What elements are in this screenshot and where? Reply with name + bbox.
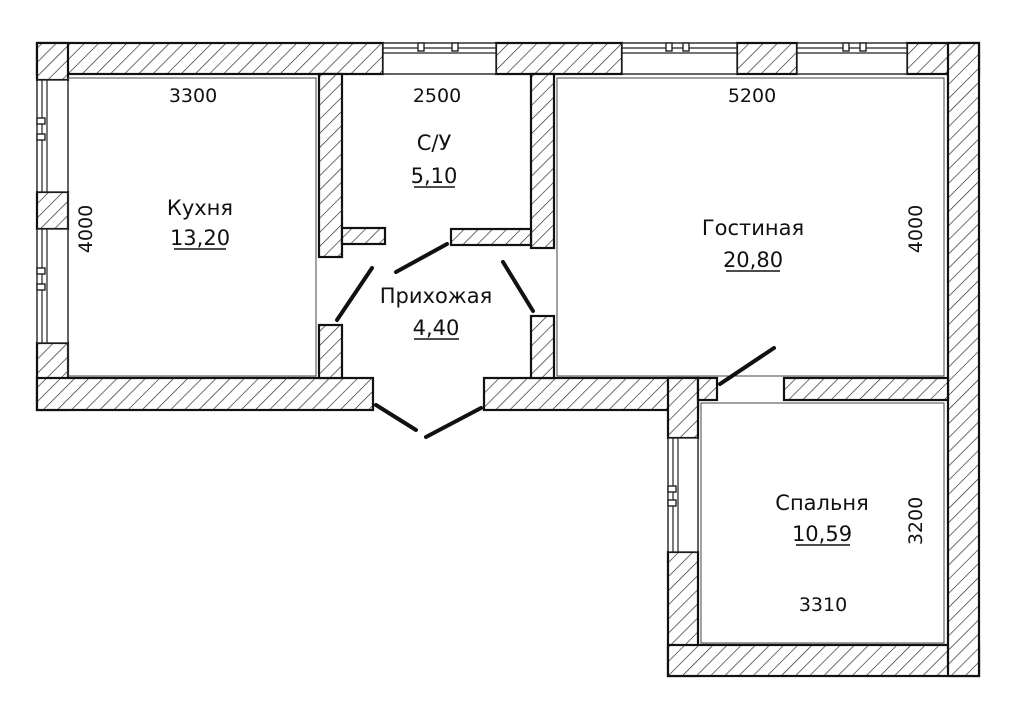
wall-bedroom-left-top [666, 376, 700, 440]
dim-bedroom-width: 3310 [799, 594, 847, 616]
wall-bath-stub-right [449, 227, 533, 247]
room-area-bedroom: 10,59 [792, 522, 852, 546]
interior-walls [317, 72, 950, 402]
door-entrance-right [424, 406, 483, 439]
room-area-hallway: 4,40 [413, 316, 460, 340]
door-bedroom [718, 346, 776, 386]
door-kitchen [335, 266, 374, 322]
window-living-right [796, 42, 908, 75]
door-bath-left [394, 242, 449, 274]
wall-left-pier [35, 190, 70, 231]
wall-bottom-left [35, 376, 375, 412]
wall-hall-living [529, 314, 556, 380]
room-labels: Кухня 13,20 С/У 5,10 Прихожая 4,40 Гости… [167, 131, 869, 546]
exterior-walls [35, 41, 981, 678]
door-living [501, 260, 535, 313]
wall-kitchen-hall [317, 323, 344, 380]
dim-living-depth: 4000 [905, 205, 927, 253]
dim-kitchen-width: 3300 [169, 85, 217, 107]
room-name-living: Гостиная [702, 216, 804, 240]
window-bathroom [382, 42, 497, 75]
dimension-labels: 3300 2500 5200 4000 4000 3200 3310 [75, 85, 927, 616]
wall-right [946, 41, 981, 678]
window-bedroom [667, 437, 699, 553]
wall-left-top [35, 41, 70, 82]
wall-bath-stub-left [340, 226, 387, 246]
door-entrance-left [374, 403, 418, 432]
wall-bath-living [529, 72, 556, 250]
wall-bottom-middle [482, 376, 700, 412]
wall-kitchen-bath [317, 72, 344, 259]
window-living-left [621, 42, 738, 75]
room-name-kitchen: Кухня [167, 196, 233, 220]
room-name-bathroom: С/У [417, 131, 452, 155]
windows [36, 42, 908, 553]
room-area-bathroom: 5,10 [411, 164, 458, 188]
dim-bedroom-depth: 3200 [905, 497, 927, 545]
window-kitchen-upper [36, 79, 69, 193]
doors [335, 242, 776, 439]
finish-lines [67, 77, 945, 644]
dim-living-width: 5200 [728, 85, 776, 107]
wall-top-pier [735, 41, 799, 76]
wall-living-bedroom-left [696, 376, 719, 402]
dim-bathroom-width: 2500 [413, 85, 461, 107]
wall-living-bedroom-right [782, 376, 950, 402]
wall-top-mid [494, 41, 624, 76]
room-area-living: 20,80 [723, 248, 783, 272]
window-kitchen-lower [36, 228, 69, 344]
room-area-kitchen: 13,20 [170, 226, 230, 250]
wall-top-left [35, 41, 385, 76]
room-name-bedroom: Спальня [775, 491, 868, 515]
wall-bedroom-bottom [666, 643, 981, 678]
room-name-hallway: Прихожая [380, 284, 492, 308]
dim-kitchen-depth: 4000 [75, 205, 97, 253]
